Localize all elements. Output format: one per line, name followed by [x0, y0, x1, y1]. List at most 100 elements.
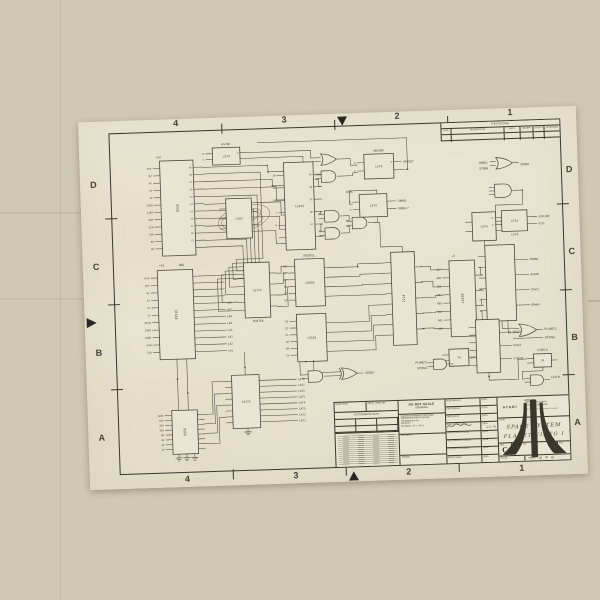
svg-text:UP: UP: [284, 298, 288, 302]
svg-text:LS669: LS669: [306, 281, 315, 285]
wire: [488, 358, 528, 381]
revision-empty-cell: [520, 132, 535, 140]
wire: [479, 310, 485, 321]
wire: [203, 186, 285, 201]
wire: [176, 358, 179, 411]
sheet-size: C: [501, 445, 509, 455]
svg-text:LS163: LS163: [295, 204, 304, 208]
paper-crease: [588, 300, 600, 302]
svg-text:EN: EN: [286, 347, 290, 351]
svg-text:256H: 256H: [145, 328, 152, 332]
wire: [513, 337, 544, 339]
zone-label: 4: [184, 473, 191, 485]
svg-text:D: D: [354, 161, 356, 165]
size-cell: SIZE C: [498, 443, 513, 456]
svg-text:2114: 2114: [402, 294, 406, 302]
svg-text:C: C: [354, 169, 356, 173]
wire: [318, 211, 323, 215]
svg-text:D1: D1: [286, 333, 290, 337]
logic-gate: [302, 370, 330, 383]
wire: [204, 404, 226, 434]
revision-column-header: INCORP: [520, 126, 534, 132]
svg-text:LS174: LS174: [253, 288, 262, 292]
wire: [346, 225, 350, 234]
svg-text:AB6: AB6: [436, 276, 441, 280]
zone-label: B: [571, 331, 579, 342]
svg-text:LA7: LA7: [227, 307, 232, 311]
svg-text:LS74: LS74: [481, 224, 488, 228]
wire: [204, 393, 226, 425]
logic-gate: [346, 216, 374, 230]
signature-date: 6-2-79: [486, 425, 497, 430]
svg-text:LS74: LS74: [511, 232, 518, 236]
approval-label: MECHANICAL DESIGN: [447, 439, 471, 443]
svg-text:K: K: [276, 223, 278, 227]
wire: [421, 311, 444, 314]
svg-text:74: 74: [457, 356, 461, 360]
svg-text:QB: QB: [309, 186, 313, 189]
approval-label: CHECKED BY: [446, 407, 461, 411]
svg-text:A5: A5: [190, 196, 194, 199]
svg-text:LAT2: LAT2: [299, 412, 306, 416]
approval-label: ENGR APPD: [446, 415, 460, 419]
wire: [373, 222, 403, 253]
svg-text:R/W: R/W: [144, 276, 149, 280]
svg-text:AB3: AB3: [437, 301, 442, 305]
title-block-right: ATARI Atari, Inc. 1265 Borregas Avenue S…: [497, 395, 571, 462]
svg-text:128H: 128H: [147, 211, 154, 215]
svg-text:BPWH4: BPWH4: [531, 302, 540, 306]
svg-text:8H: 8H: [151, 240, 155, 244]
svg-text:LAT5: LAT5: [298, 395, 305, 399]
svg-text:256H: 256H: [146, 203, 153, 207]
svg-text:CS: CS: [191, 239, 195, 242]
svg-text:LAT1: LAT1: [299, 418, 306, 422]
svg-text:4H: 4H: [151, 247, 155, 251]
atari-logo: ATARI: [497, 397, 567, 458]
revision-empty-cell: [545, 131, 560, 138]
logic-gate: [427, 358, 454, 371]
paper-crease: [0, 212, 86, 214]
svg-text:LA6: LA6: [227, 314, 232, 318]
wire: [331, 262, 385, 268]
paper-crease: [0, 298, 86, 300]
ic-block: 16V8V4V2V1V256H128H64H32H16H8H4HA9A8A7A6…: [146, 159, 206, 257]
drawing-no-cell: DRAWING NO: [511, 441, 559, 456]
svg-text:AB7: AB7: [436, 268, 441, 272]
svg-text:A2: A2: [190, 217, 194, 220]
svg-text:LAT6: LAT6: [298, 389, 305, 393]
svg-text:QD: QD: [310, 211, 314, 214]
svg-text:D1: D1: [284, 278, 288, 282]
signature-scribble: [446, 423, 472, 428]
svg-text:4V: 4V: [149, 181, 153, 185]
svg-text:A4: A4: [190, 203, 194, 206]
svg-text:AB2: AB2: [438, 310, 443, 314]
svg-text:CK: CK: [286, 353, 290, 357]
svg-text:LS74: LS74: [511, 219, 518, 223]
wire: [276, 279, 289, 296]
signal-label: SCREW: [479, 166, 488, 170]
svg-text:Q: Q: [237, 152, 239, 155]
approval-date-label: DATE: [480, 430, 498, 438]
wire: [247, 150, 315, 159]
svg-text:LS74: LS74: [370, 203, 377, 207]
svg-text:A1: A1: [191, 225, 195, 228]
approval-date-label: DATE: [480, 438, 498, 446]
svg-text:74: 74: [541, 358, 545, 362]
wire: [318, 223, 324, 232]
svg-text:RC: RC: [311, 223, 315, 226]
svg-text:LA3: LA3: [228, 335, 233, 339]
approval-date-label: DATE: [481, 454, 499, 463]
wire: [277, 286, 289, 307]
svg-text:16V: 16V: [147, 167, 152, 171]
svg-text:AB0: AB0: [438, 327, 443, 331]
approval-date-label: DATE: [479, 397, 497, 406]
wire: [421, 294, 444, 299]
svg-text:D: D: [492, 216, 494, 220]
revision-empty-cell: [533, 131, 546, 140]
ground-symbol: [244, 428, 252, 436]
svg-text:8316: 8316: [176, 204, 180, 212]
logic-gate: [315, 170, 343, 183]
